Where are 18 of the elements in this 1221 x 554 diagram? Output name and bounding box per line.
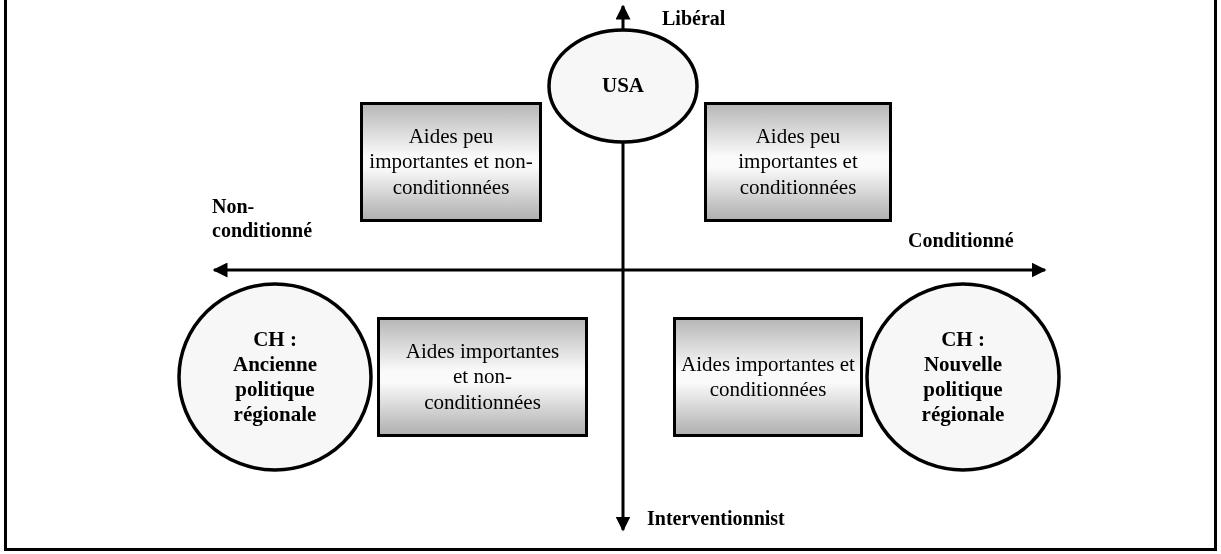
node-label: USA [602, 73, 644, 99]
process-box [377, 317, 588, 437]
node-label: Aides importantes et conditionnées [680, 351, 856, 403]
axis-label: Conditionné [908, 228, 1014, 252]
axis-label: Non-conditionné [212, 194, 314, 242]
axis-label: Interventionnist [647, 506, 785, 530]
ellipse-node [865, 282, 1061, 472]
process-box [673, 317, 863, 437]
axis-label: Libéral [662, 6, 726, 30]
node-label: CH : Nouvelle politique régionale [920, 326, 1006, 428]
node-label: Aides peu importantes et conditionnées [737, 124, 859, 200]
process-box [704, 102, 892, 222]
node-label: CH : Ancienne politique régionale [232, 326, 318, 428]
ellipse-node [547, 28, 699, 144]
ellipse-node [177, 282, 373, 472]
node-label: Aides peu importantes et non-conditionnées [368, 124, 534, 200]
process-box [360, 102, 542, 222]
node-label: Aides importantes et non-conditionnées [404, 339, 561, 415]
